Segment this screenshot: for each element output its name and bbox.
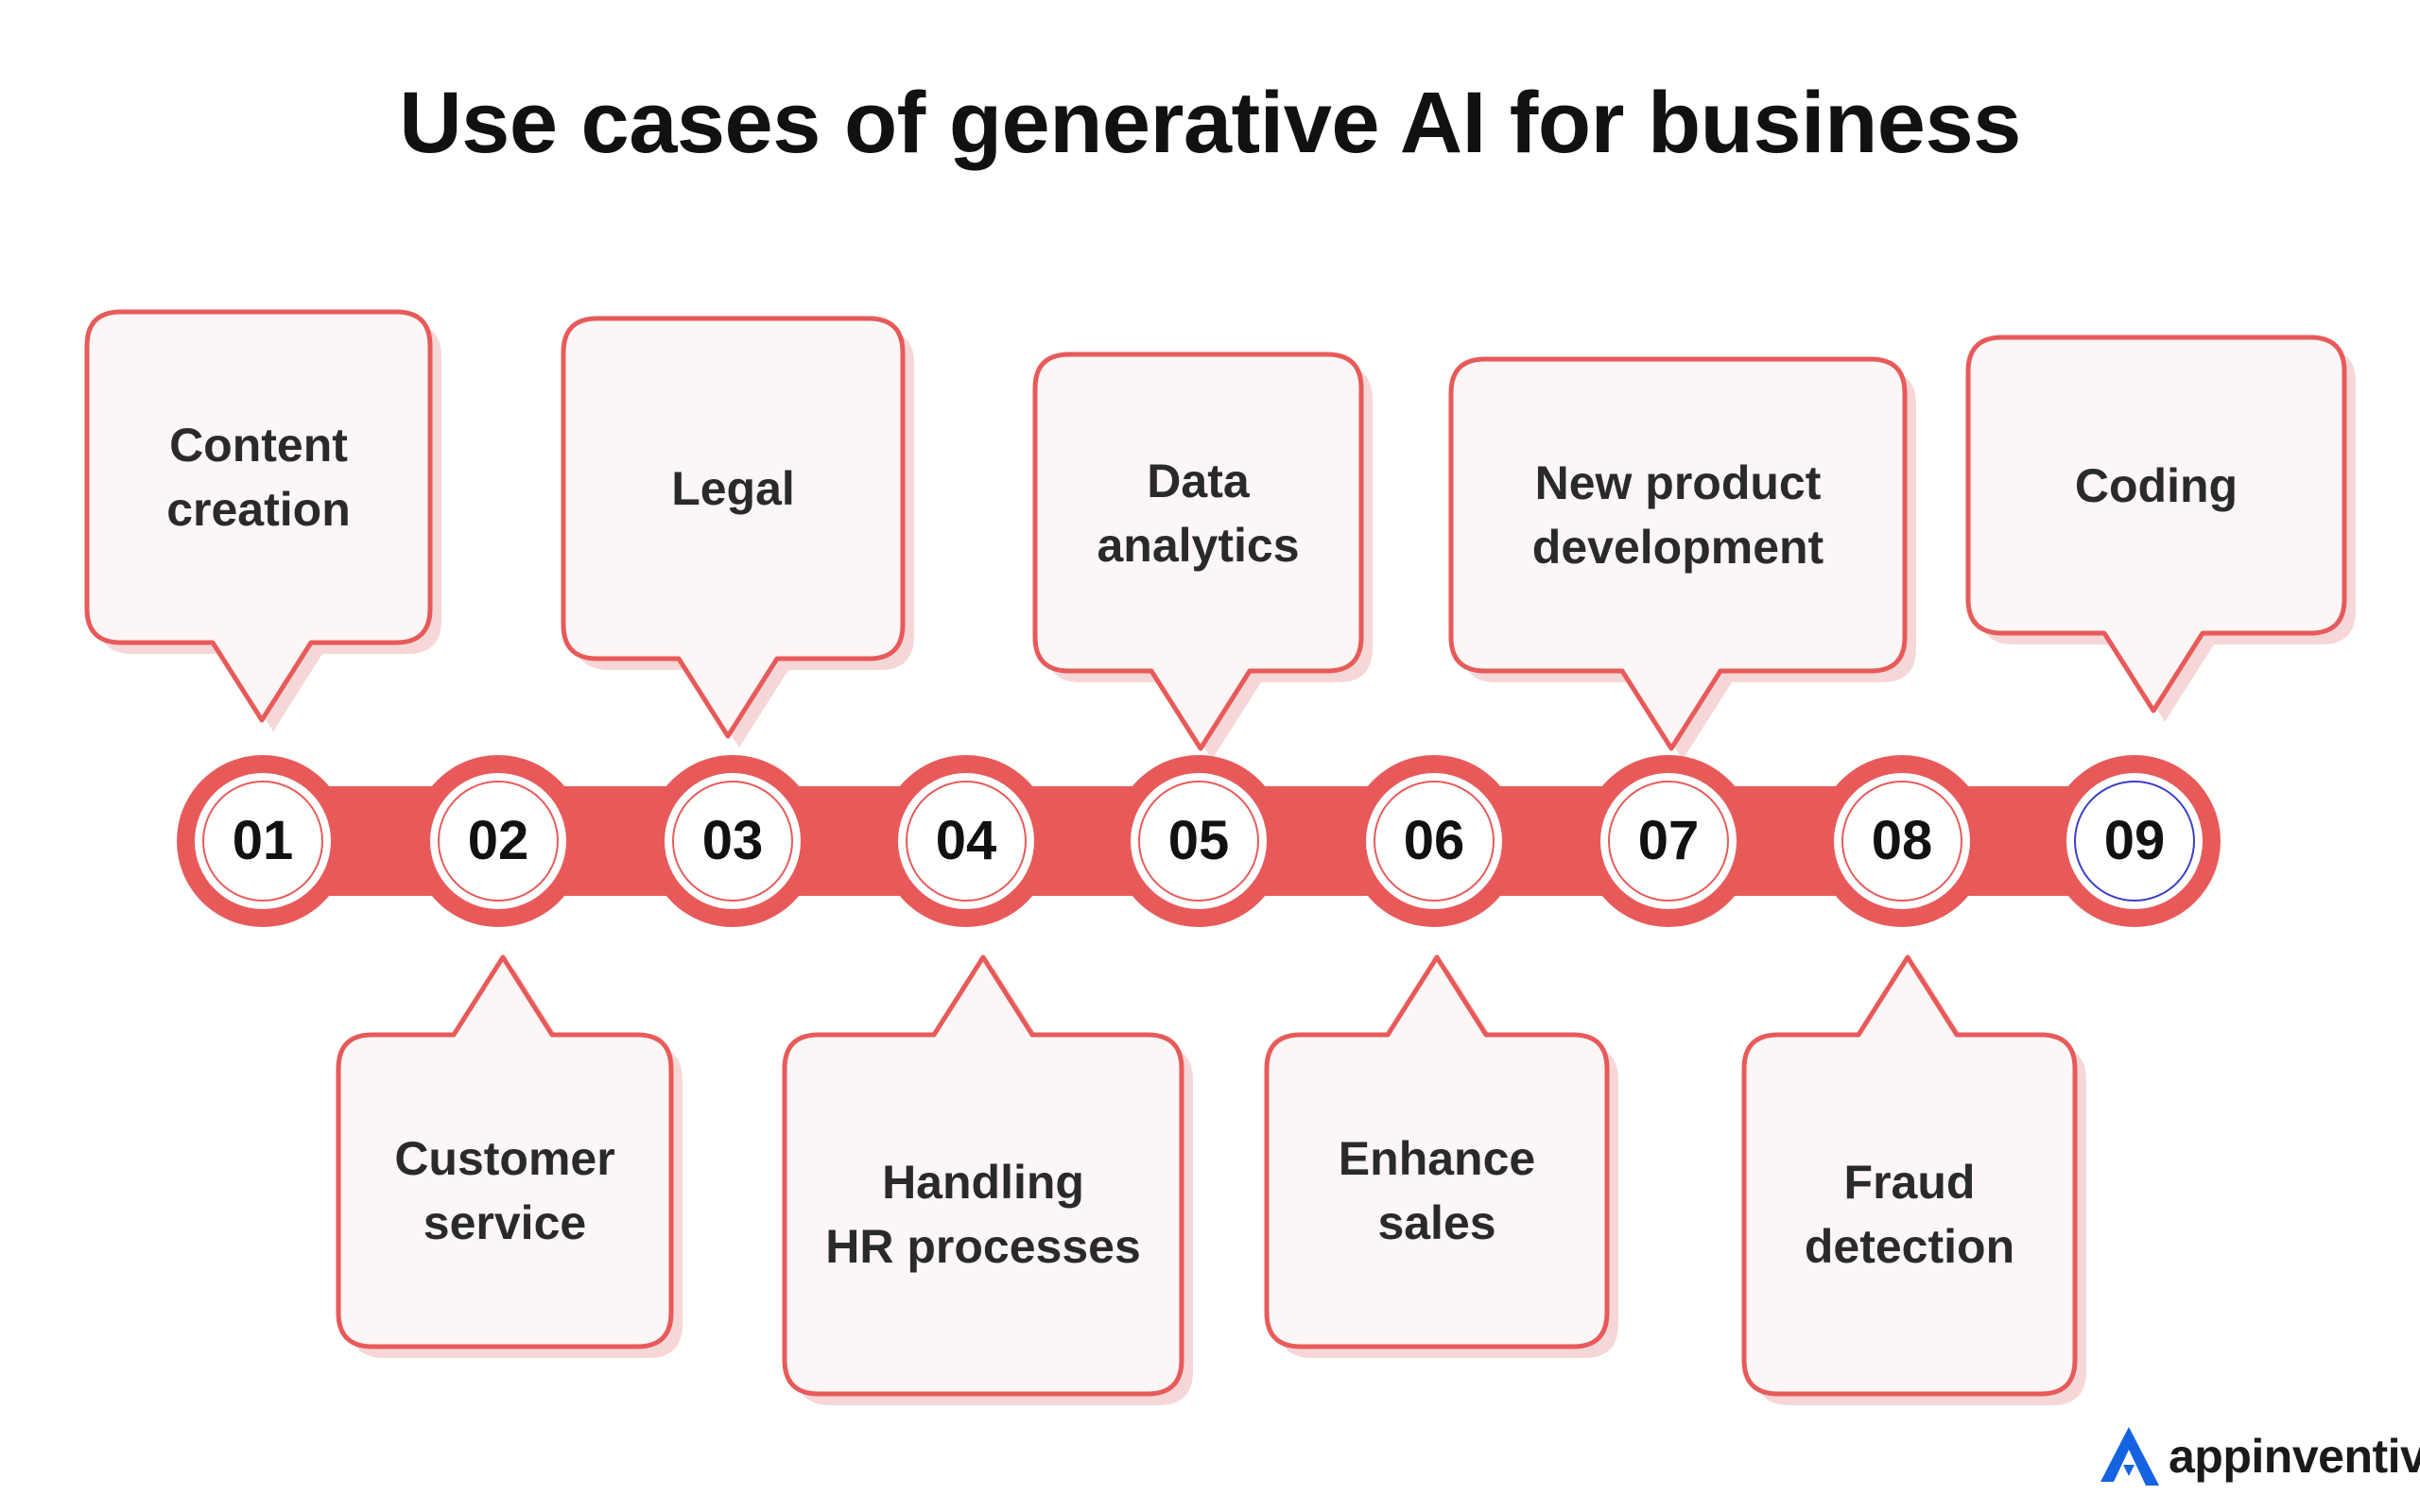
bead-inner [1834,773,1970,909]
step-number: 07 [1637,810,1700,871]
use-case-label-line: Coding [2074,458,2238,512]
bead-inner [2066,773,2203,909]
step-number: 02 [467,810,529,871]
callout-box [1448,356,1908,751]
bead-ring [438,781,559,902]
use-case-callout [782,954,1193,1405]
callout-box [1032,352,1364,751]
bead-inner [1131,773,1267,909]
step-bead [880,755,1052,927]
use-case-label-line: service [423,1196,587,1249]
use-case-label: Fraud detection [1744,1035,2075,1394]
brand-logo: appinventiv [2095,1423,2420,1489]
appinventiv-logo-icon [2100,1427,2159,1486]
use-case-label: Legal [563,318,903,659]
callout-box [84,309,433,723]
use-case-label-line: sales [1377,1196,1496,1249]
use-case-label-line: development [1531,521,1824,574]
use-case-label-line: Legal [671,462,795,515]
step-number: 01 [232,810,294,871]
use-case-label-line: Handling [882,1156,1084,1209]
use-case-callout [336,954,683,1358]
step-bead [177,755,349,927]
use-case-label-line: Data [1147,454,1250,507]
bead-ring [1841,781,1962,902]
callout-box [336,954,674,1349]
bead-ring [1138,781,1259,902]
use-case-label-line: creation [166,483,351,536]
use-case-label-line: detection [1804,1220,2015,1273]
callout-box [561,316,906,739]
use-case-callout [1741,954,2086,1405]
bead-inner [430,773,566,909]
bead-inner [1366,773,1502,909]
use-case-callout [1032,352,1373,760]
use-case-label-line: Enhance [1338,1132,1536,1185]
use-case-label-line: analytics [1097,518,1300,572]
use-case-callout [1965,335,2356,722]
page-title: Use cases of generative AI for business [399,75,2021,171]
step-number: 03 [701,810,764,871]
bead-inner [195,773,331,909]
use-case-label: Enhance sales [1267,1035,1607,1347]
callout-box [1741,954,2078,1397]
use-case-callout [1448,356,1916,760]
bead-ring [1608,781,1729,902]
use-case-callout [561,316,914,747]
bead-inner [1600,773,1737,909]
bead-ring [672,781,793,902]
bead-ring [1374,781,1495,902]
step-bead [647,755,819,927]
step-bead [2048,755,2221,927]
use-case-label: New product development [1451,359,1905,671]
use-case-label: Content creation [87,312,430,643]
step-bead [1816,755,1988,927]
use-case-label: Coding [1968,337,2344,633]
use-case-label: Customer service [338,1035,671,1347]
callout-box [1264,954,1610,1349]
bead-ring [2074,781,2195,902]
callout-box [782,954,1184,1397]
use-case-label-line: Fraud [1843,1156,1976,1209]
step-bead [1348,755,1520,927]
step-number: 06 [1403,810,1465,871]
step-number: 09 [2103,810,2166,871]
use-case-callout [1264,954,1618,1358]
step-number: 08 [1871,810,1933,871]
brand-name: appinventiv [2169,1430,2420,1483]
bead-inner [898,773,1034,909]
use-case-label: Data analytics [1035,354,1361,671]
use-case-label-line: HR processes [825,1220,1141,1273]
callout-box [1965,335,2347,713]
bead-ring [906,781,1027,902]
use-case-callout [84,309,441,731]
step-bead [412,755,584,927]
step-number: 04 [935,810,997,871]
use-case-label: Handling HR processes [785,1035,1182,1394]
step-number: 05 [1167,810,1230,871]
bead-ring [202,781,323,902]
step-bead [1113,755,1285,927]
step-bead [1582,755,1754,927]
use-case-label-line: Content [169,419,348,472]
use-case-label-line: Customer [394,1132,615,1185]
use-case-label-line: New product [1534,456,1822,509]
bead-inner [665,773,801,909]
